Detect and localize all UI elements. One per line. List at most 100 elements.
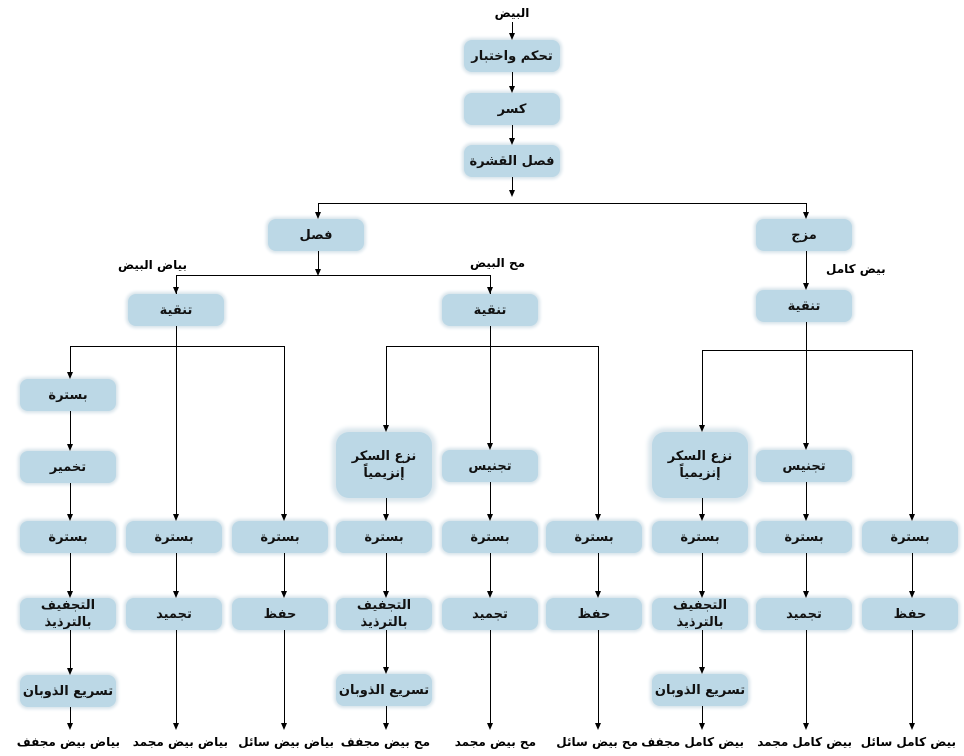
arrowhead bbox=[595, 591, 601, 598]
node-freeze-whites: تجميد bbox=[126, 598, 222, 630]
connector-line bbox=[386, 345, 598, 347]
arrowhead bbox=[67, 372, 73, 379]
arrowhead bbox=[315, 269, 321, 276]
product-yolk-dried: مح بيض مجفف bbox=[340, 735, 430, 749]
connector-line bbox=[385, 346, 387, 425]
arrowhead bbox=[281, 514, 287, 521]
node-pasteurize-whites-1: بسترة bbox=[20, 379, 116, 411]
connector-line bbox=[69, 483, 71, 514]
connector-line bbox=[283, 346, 285, 514]
node-preserve-whole: حفظ bbox=[862, 598, 958, 630]
arrowhead bbox=[595, 723, 601, 730]
node-spray-dry-whole: التجفيف بالترذيذ bbox=[652, 598, 748, 630]
connector-line bbox=[70, 345, 284, 347]
connector-line bbox=[511, 72, 513, 86]
connector-line bbox=[69, 630, 71, 668]
connector-line bbox=[69, 553, 71, 591]
node-purify-yolk: تنقية bbox=[442, 294, 538, 326]
arrowhead bbox=[173, 514, 179, 521]
arrowhead bbox=[67, 668, 73, 675]
arrowhead bbox=[281, 591, 287, 598]
node-pasteurize-yolk-1: بسترة bbox=[336, 521, 432, 553]
arrowhead bbox=[803, 443, 809, 450]
connector-line bbox=[805, 203, 807, 212]
node-preserve-yolk: حفظ bbox=[546, 598, 642, 630]
arrowhead bbox=[509, 86, 515, 93]
connector-line bbox=[318, 202, 806, 204]
connector-line bbox=[701, 553, 703, 591]
connector-line bbox=[702, 349, 912, 351]
arrowhead bbox=[487, 591, 493, 598]
arrowhead bbox=[699, 591, 705, 598]
node-pasteurize-yolk-3: بسترة bbox=[546, 521, 642, 553]
arrowhead bbox=[803, 212, 809, 219]
product-whole-dried: بيض كامل مجفف bbox=[641, 735, 744, 749]
arrowhead bbox=[383, 425, 389, 432]
node-break: كسر bbox=[464, 93, 560, 125]
connector-line bbox=[489, 275, 491, 294]
arrowhead bbox=[699, 723, 705, 730]
node-pasteurize-whites-2: بسترة bbox=[20, 521, 116, 553]
connector-line bbox=[385, 553, 387, 591]
arrowhead bbox=[383, 723, 389, 730]
arrowhead bbox=[803, 723, 809, 730]
connector-line bbox=[805, 251, 807, 283]
connector-line bbox=[511, 22, 513, 33]
arrowhead bbox=[487, 287, 493, 294]
connector-line bbox=[176, 274, 490, 276]
node-separate: فصل bbox=[268, 219, 364, 251]
node-desugar-whole: نزع السكر إنزيمياً bbox=[652, 432, 748, 498]
connector-line bbox=[805, 630, 807, 723]
arrowhead bbox=[487, 443, 493, 450]
arrowhead bbox=[803, 514, 809, 521]
label-egg-whites: بياض البيض bbox=[118, 258, 188, 272]
arrowhead bbox=[67, 444, 73, 451]
node-melt-speed-yolk: تسريع الذوبان bbox=[336, 674, 432, 706]
node-homogenize-yolk: تجنيس bbox=[442, 450, 538, 482]
node-pasteurize-whole-2: بسترة bbox=[756, 521, 852, 553]
arrowhead bbox=[699, 667, 705, 674]
connector-line bbox=[317, 251, 319, 269]
node-preserve-whites: حفظ bbox=[232, 598, 328, 630]
node-melt-speed-whole: تسريع الذوبان bbox=[652, 674, 748, 706]
connector-line bbox=[911, 350, 913, 514]
connector-line bbox=[805, 482, 807, 514]
product-white-liquid: بياض بيض سائل bbox=[238, 735, 334, 749]
arrowhead bbox=[699, 425, 705, 432]
node-pasteurize-whites-4: بسترة bbox=[232, 521, 328, 553]
node-pasteurize-yolk-2: بسترة bbox=[442, 521, 538, 553]
connector-line bbox=[701, 350, 703, 425]
arrowhead bbox=[173, 591, 179, 598]
connector-line bbox=[175, 630, 177, 723]
label-egg-yolk: مح البيض bbox=[470, 256, 526, 270]
connector-line bbox=[489, 346, 491, 443]
connector-line bbox=[283, 630, 285, 723]
connector-line bbox=[597, 346, 599, 514]
node-pasteurize-whole-3: بسترة bbox=[862, 521, 958, 553]
connector-line bbox=[701, 498, 703, 514]
arrowhead bbox=[909, 723, 915, 730]
node-mix: مزج bbox=[756, 219, 852, 251]
arrowhead bbox=[67, 591, 73, 598]
node-melt-speed-whites: تسريع الذوبان bbox=[20, 675, 116, 707]
arrowhead bbox=[173, 287, 179, 294]
arrowhead bbox=[173, 723, 179, 730]
node-pasteurize-whole-1: بسترة bbox=[652, 521, 748, 553]
connector-line bbox=[69, 346, 71, 372]
connector-line bbox=[175, 326, 177, 346]
connector-line bbox=[511, 177, 513, 190]
node-spray-dry-yolk: التجفيف بالترذيذ bbox=[336, 598, 432, 630]
connector-line bbox=[175, 346, 177, 514]
connector-line bbox=[317, 203, 319, 212]
connector-line bbox=[805, 322, 807, 350]
product-yolk-liquid: مح بيض سائل bbox=[556, 735, 638, 749]
node-purify-whole: تنقية bbox=[756, 290, 852, 322]
product-white-dried: بياض بيض مجفف bbox=[16, 735, 120, 749]
connector-line bbox=[489, 630, 491, 723]
connector-line bbox=[175, 553, 177, 591]
arrowhead bbox=[699, 514, 705, 521]
connector-line bbox=[489, 553, 491, 591]
root-label-eggs: البيض bbox=[494, 6, 530, 20]
connector-line bbox=[701, 630, 703, 667]
connector-line bbox=[489, 326, 491, 346]
